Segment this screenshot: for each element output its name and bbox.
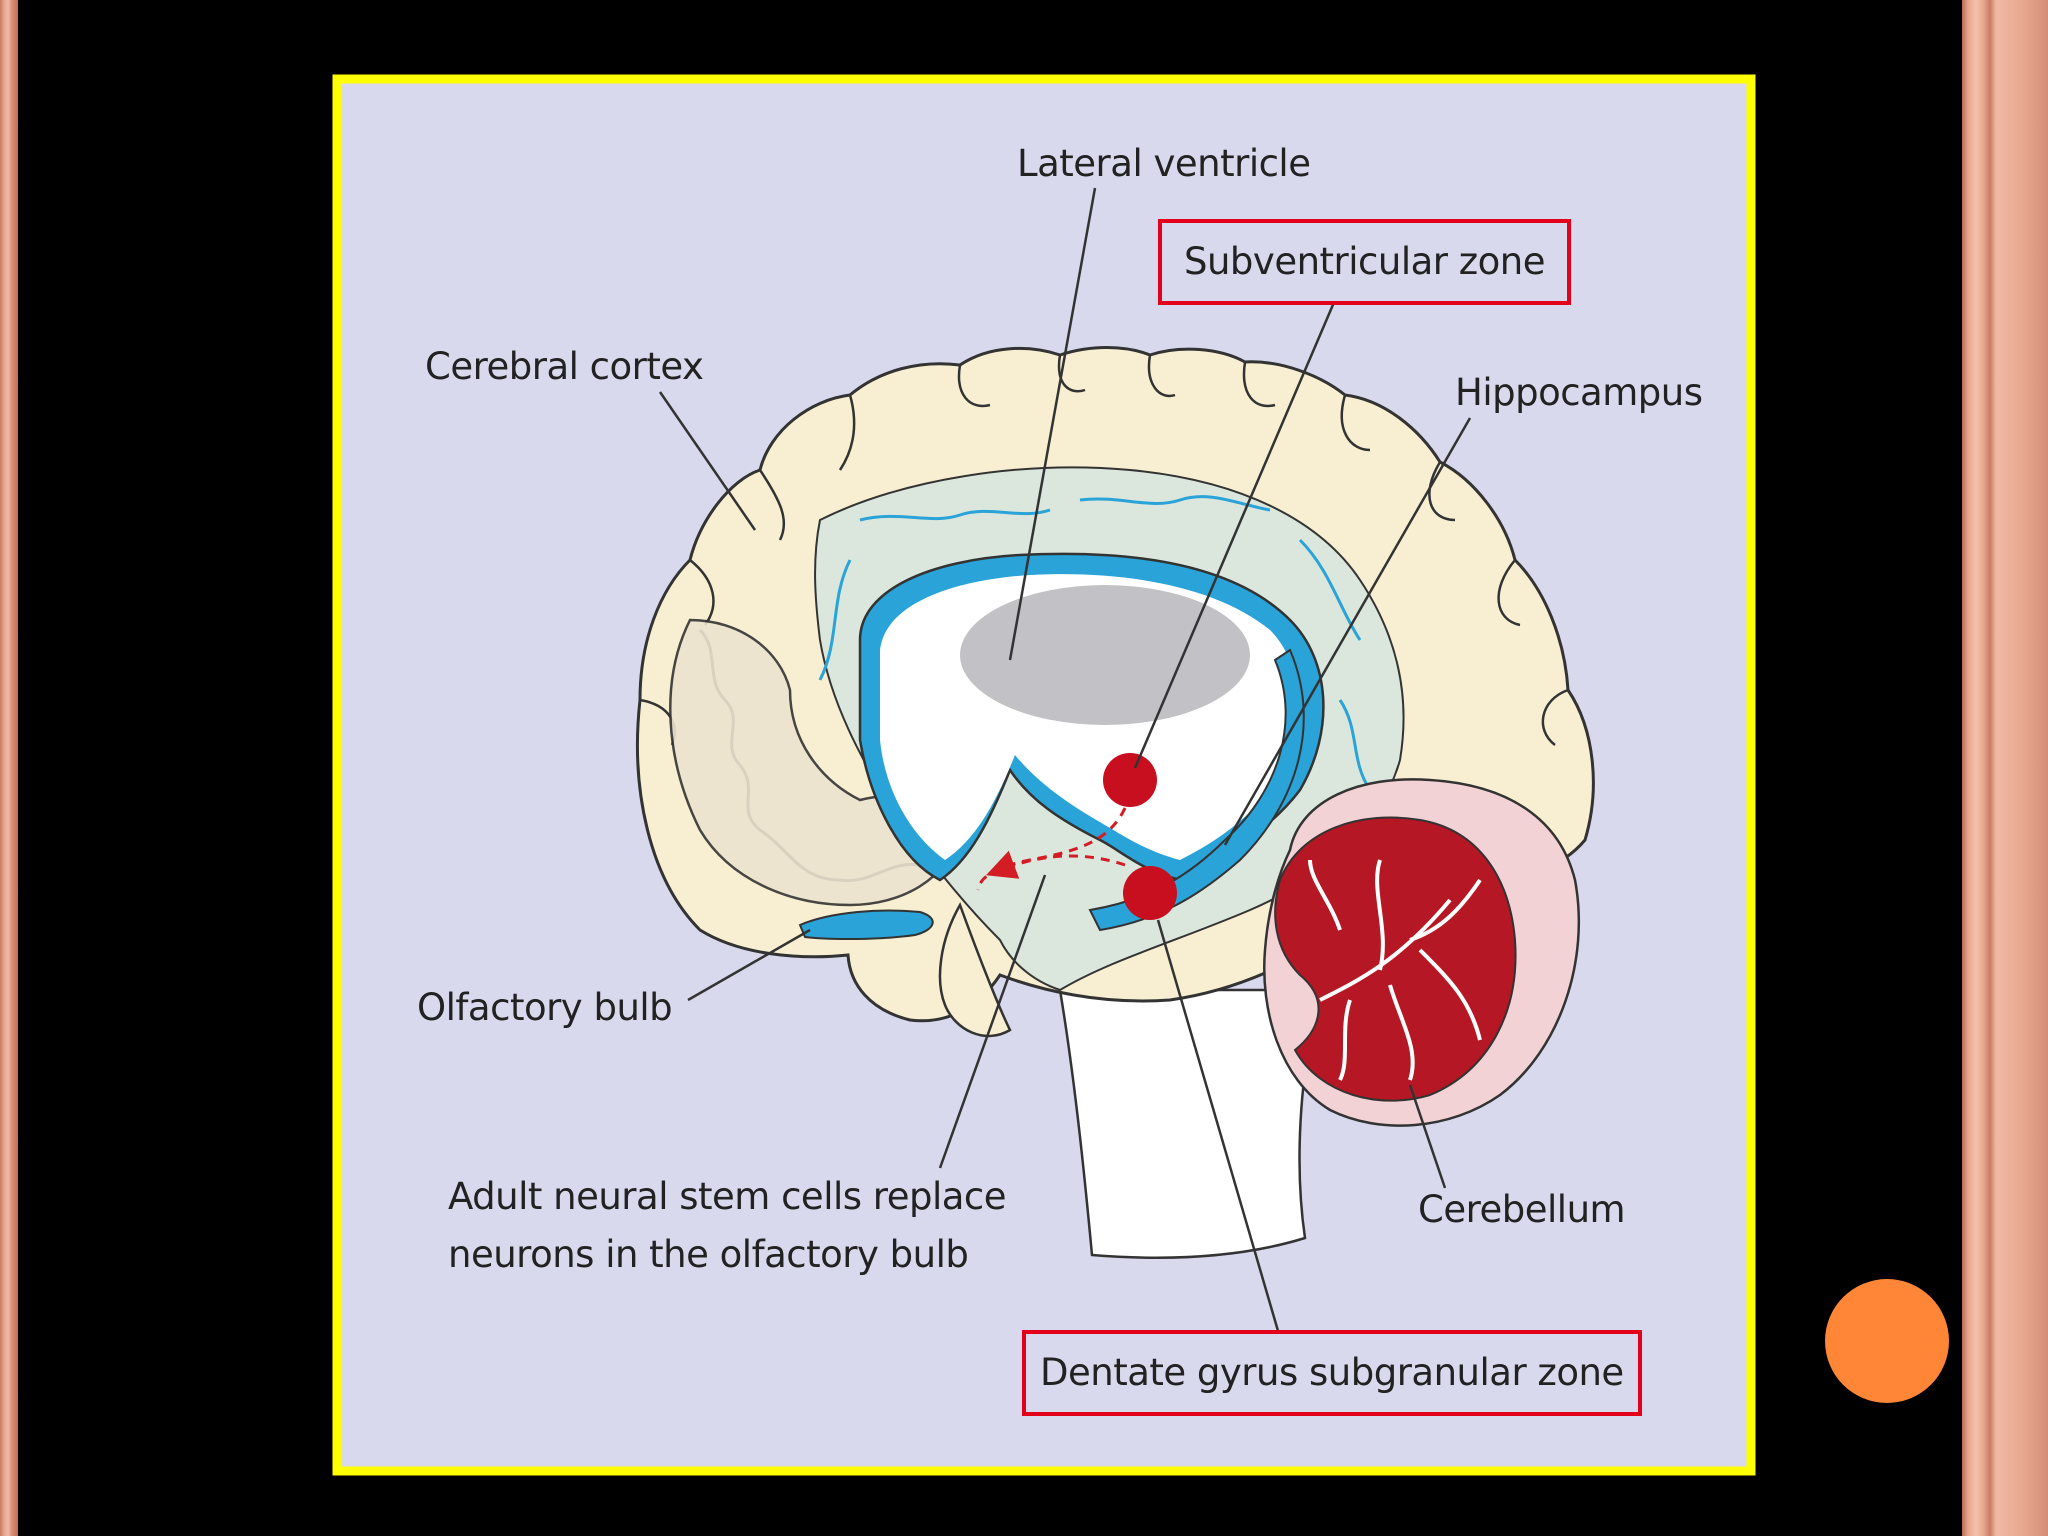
blood-vessels: [818, 495, 1372, 791]
leader-olfactory-bulb: [687, 928, 811, 1002]
temporal-lobe: [938, 902, 1012, 1038]
leader-dentate-gyrus: [1156, 919, 1285, 1349]
right-border-stripe: [1962, 0, 2048, 1536]
label-dentate-gyrus: Dentate gyrus subgranular zone: [1022, 1330, 1642, 1416]
label-stem-cells: Adult neural stem cells replace neurons …: [448, 1168, 1007, 1284]
leader-hippocampus: [1223, 417, 1472, 846]
subventricular-zone-dot: [1103, 753, 1157, 807]
label-olfactory-bulb: Olfactory bulb: [417, 986, 673, 1029]
label-stem-cells-line1: Adult neural stem cells replace: [448, 1175, 1007, 1218]
label-cerebellum: Cerebellum: [1418, 1188, 1626, 1231]
leader-cerebral-cortex: [658, 391, 757, 531]
cerebellum: [1263, 778, 1581, 1127]
label-cerebral-cortex: Cerebral cortex: [425, 345, 704, 388]
migration-arrow: [976, 807, 1127, 890]
brain-diagram: [636, 346, 1595, 1259]
leader-lines: [658, 187, 1472, 1349]
left-border-stripe: [0, 0, 18, 1536]
label-lateral-ventricle: Lateral ventricle: [1017, 142, 1311, 185]
brainstem: [1058, 988, 1322, 1259]
olfactory-bulb-shape: [798, 909, 934, 941]
leader-lateral-ventricle: [1008, 187, 1097, 661]
dentate-gyrus-dot: [1123, 866, 1177, 920]
slide-dot-icon: [1825, 1279, 1949, 1403]
label-stem-cells-line2: neurons in the olfactory bulb: [448, 1233, 969, 1276]
hippocampus-band: [1088, 648, 1305, 932]
leader-subventricular-zone: [1133, 292, 1340, 769]
leader-stem-cells: [938, 874, 1047, 1169]
leader-cerebellum: [1408, 1084, 1447, 1189]
label-hippocampus: Hippocampus: [1455, 371, 1703, 414]
cerebellum-arbor-vitae: [1308, 859, 1482, 1081]
ventricle-gray-region: [960, 585, 1250, 725]
cerebellum-inner: [1274, 816, 1517, 1102]
label-subventricular-zone: Subventricular zone: [1158, 219, 1572, 305]
